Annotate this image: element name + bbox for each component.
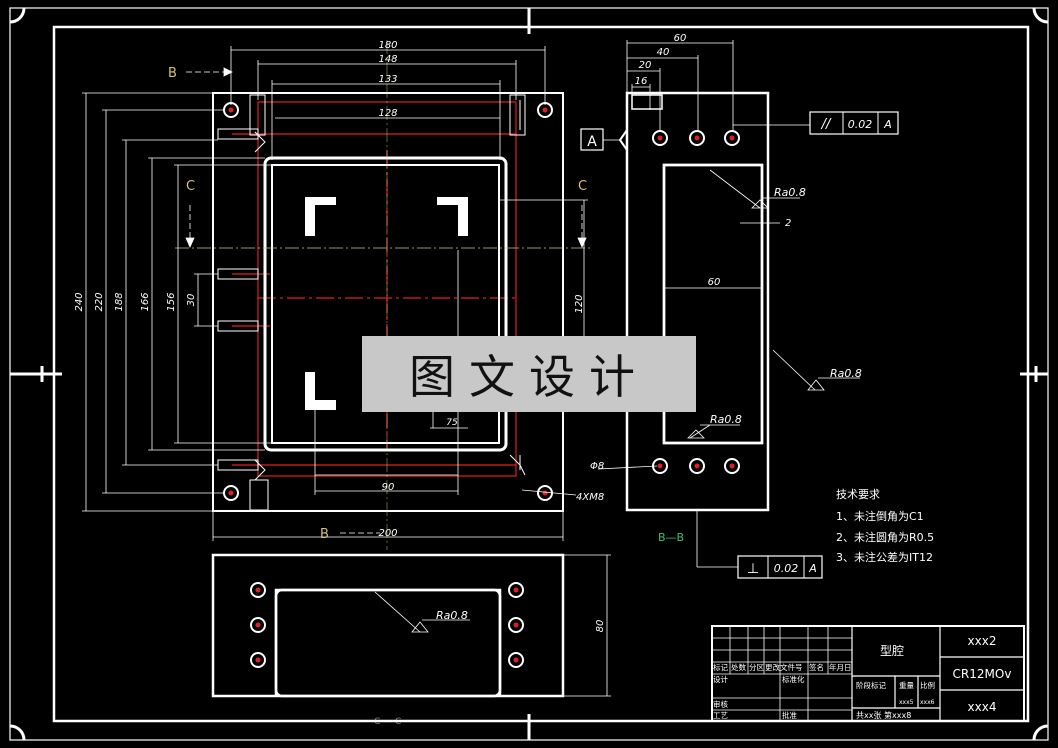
svg-text:A: A xyxy=(808,562,817,575)
dim-60-top: 60 xyxy=(674,33,687,44)
dim-40: 40 xyxy=(657,47,670,58)
dim-133: 133 xyxy=(378,74,397,85)
tb-material: CR12MOv xyxy=(953,667,1012,681)
roughness-3: Ra0.8 xyxy=(710,413,742,426)
section-b-top-label: B xyxy=(168,66,177,81)
tb-gongyi: 工艺 xyxy=(713,711,728,720)
roughness-4: Ra0.8 xyxy=(436,609,468,622)
svg-text:A: A xyxy=(883,118,892,131)
tb-sheets: 共xx张 第xxx8 xyxy=(856,710,911,720)
dim-156: 156 xyxy=(166,292,177,311)
tb-biaozhunhua: 标准化 xyxy=(782,674,805,684)
section-bb-view xyxy=(618,91,770,512)
section-b-bottom-label: B xyxy=(320,527,329,542)
svg-text:1、未注倒角为C1: 1、未注倒角为C1 xyxy=(836,509,924,523)
dim-128: 128 xyxy=(378,108,397,119)
tb-pizhun: 批准 xyxy=(782,710,797,720)
svg-text:⊥: ⊥ xyxy=(747,561,759,577)
section-cc-view xyxy=(211,553,611,698)
left-dimension-lines xyxy=(82,92,588,512)
tb-chushu: 处数 xyxy=(731,662,746,672)
dim-75: 75 xyxy=(446,418,458,428)
dim-240: 240 xyxy=(74,292,85,311)
tb-bili: 比例 xyxy=(920,680,935,690)
dim-60-mid: 60 xyxy=(708,277,721,288)
dim-200: 200 xyxy=(378,528,397,539)
top-dimension-lines xyxy=(212,46,564,541)
svg-text:0.02: 0.02 xyxy=(848,118,873,131)
dim-16: 16 xyxy=(635,76,648,87)
tb-wenjian: 更改文件号 xyxy=(765,662,803,672)
svg-text:3、未注公差为IT12: 3、未注公差为IT12 xyxy=(836,550,933,564)
watermark-banner: 图文设计 xyxy=(362,336,696,412)
section-c-left-label: C xyxy=(186,179,195,194)
parallel-tolerance: // 0.02 A xyxy=(809,111,899,135)
section-bb-label: B—B xyxy=(658,531,684,544)
section-bb-dimensions xyxy=(626,40,810,289)
tb-fenqu: 分区 xyxy=(749,663,764,672)
dim-188: 188 xyxy=(114,292,125,311)
dim-120: 120 xyxy=(574,294,585,313)
svg-text:2、未注圆角为R0.5: 2、未注圆角为R0.5 xyxy=(836,530,934,544)
tb-biaoji: 标记 xyxy=(713,662,728,672)
title-block xyxy=(711,625,1025,722)
svg-text://: // xyxy=(821,117,832,132)
datum-a-box xyxy=(580,128,604,151)
dim-2: 2 xyxy=(785,218,791,229)
dim-148: 148 xyxy=(378,54,397,65)
tb-jieduan: 阶段标记 xyxy=(856,680,886,690)
corner-marks xyxy=(9,7,1049,741)
tb-scale: xxx6 xyxy=(920,699,935,706)
phi8-callout: Φ8 xyxy=(590,461,604,472)
tb-zhongliang: 重量 xyxy=(899,681,914,690)
centering-marks xyxy=(10,8,1048,740)
tb-drawing-no: xxx2 xyxy=(968,634,997,648)
roughness-leaders xyxy=(374,169,860,633)
section-c-right-label: C xyxy=(578,179,587,194)
tb-sheji: 设计 xyxy=(713,674,728,684)
perpendicular-tolerance: ⊥ 0.02 A xyxy=(696,510,823,579)
dim-220: 220 xyxy=(94,292,105,311)
datum-a-label: A xyxy=(587,134,597,150)
plan-view xyxy=(175,40,590,550)
dim-180: 180 xyxy=(378,40,397,51)
dim-30: 30 xyxy=(186,294,197,307)
section-cc-label: C — C xyxy=(374,717,401,727)
tb-shenhe: 审核 xyxy=(713,699,728,709)
tb-riqi: 年月日 xyxy=(829,662,852,672)
dim-166: 166 xyxy=(140,292,151,311)
tb-qianming: 签名 xyxy=(809,662,824,672)
roughness-1: Ra0.8 xyxy=(774,186,806,199)
holes-callout: 4XM8 xyxy=(576,492,604,503)
dim-80: 80 xyxy=(595,620,606,633)
technical-notes: 技术要求 1、未注倒角为C1 2、未注圆角为R0.5 3、未注公差为IT12 xyxy=(836,488,934,564)
svg-text:0.02: 0.02 xyxy=(774,562,799,575)
svg-text:技术要求: 技术要求 xyxy=(836,488,880,501)
roughness-2: Ra0.8 xyxy=(830,367,862,380)
dim-90: 90 xyxy=(382,482,395,493)
tb-weight: xxx5 xyxy=(899,699,914,706)
tb-part-name: 型腔 xyxy=(880,643,904,658)
section-arrows xyxy=(185,67,587,534)
dim-20: 20 xyxy=(639,60,652,71)
tb-company: xxx4 xyxy=(968,700,997,714)
